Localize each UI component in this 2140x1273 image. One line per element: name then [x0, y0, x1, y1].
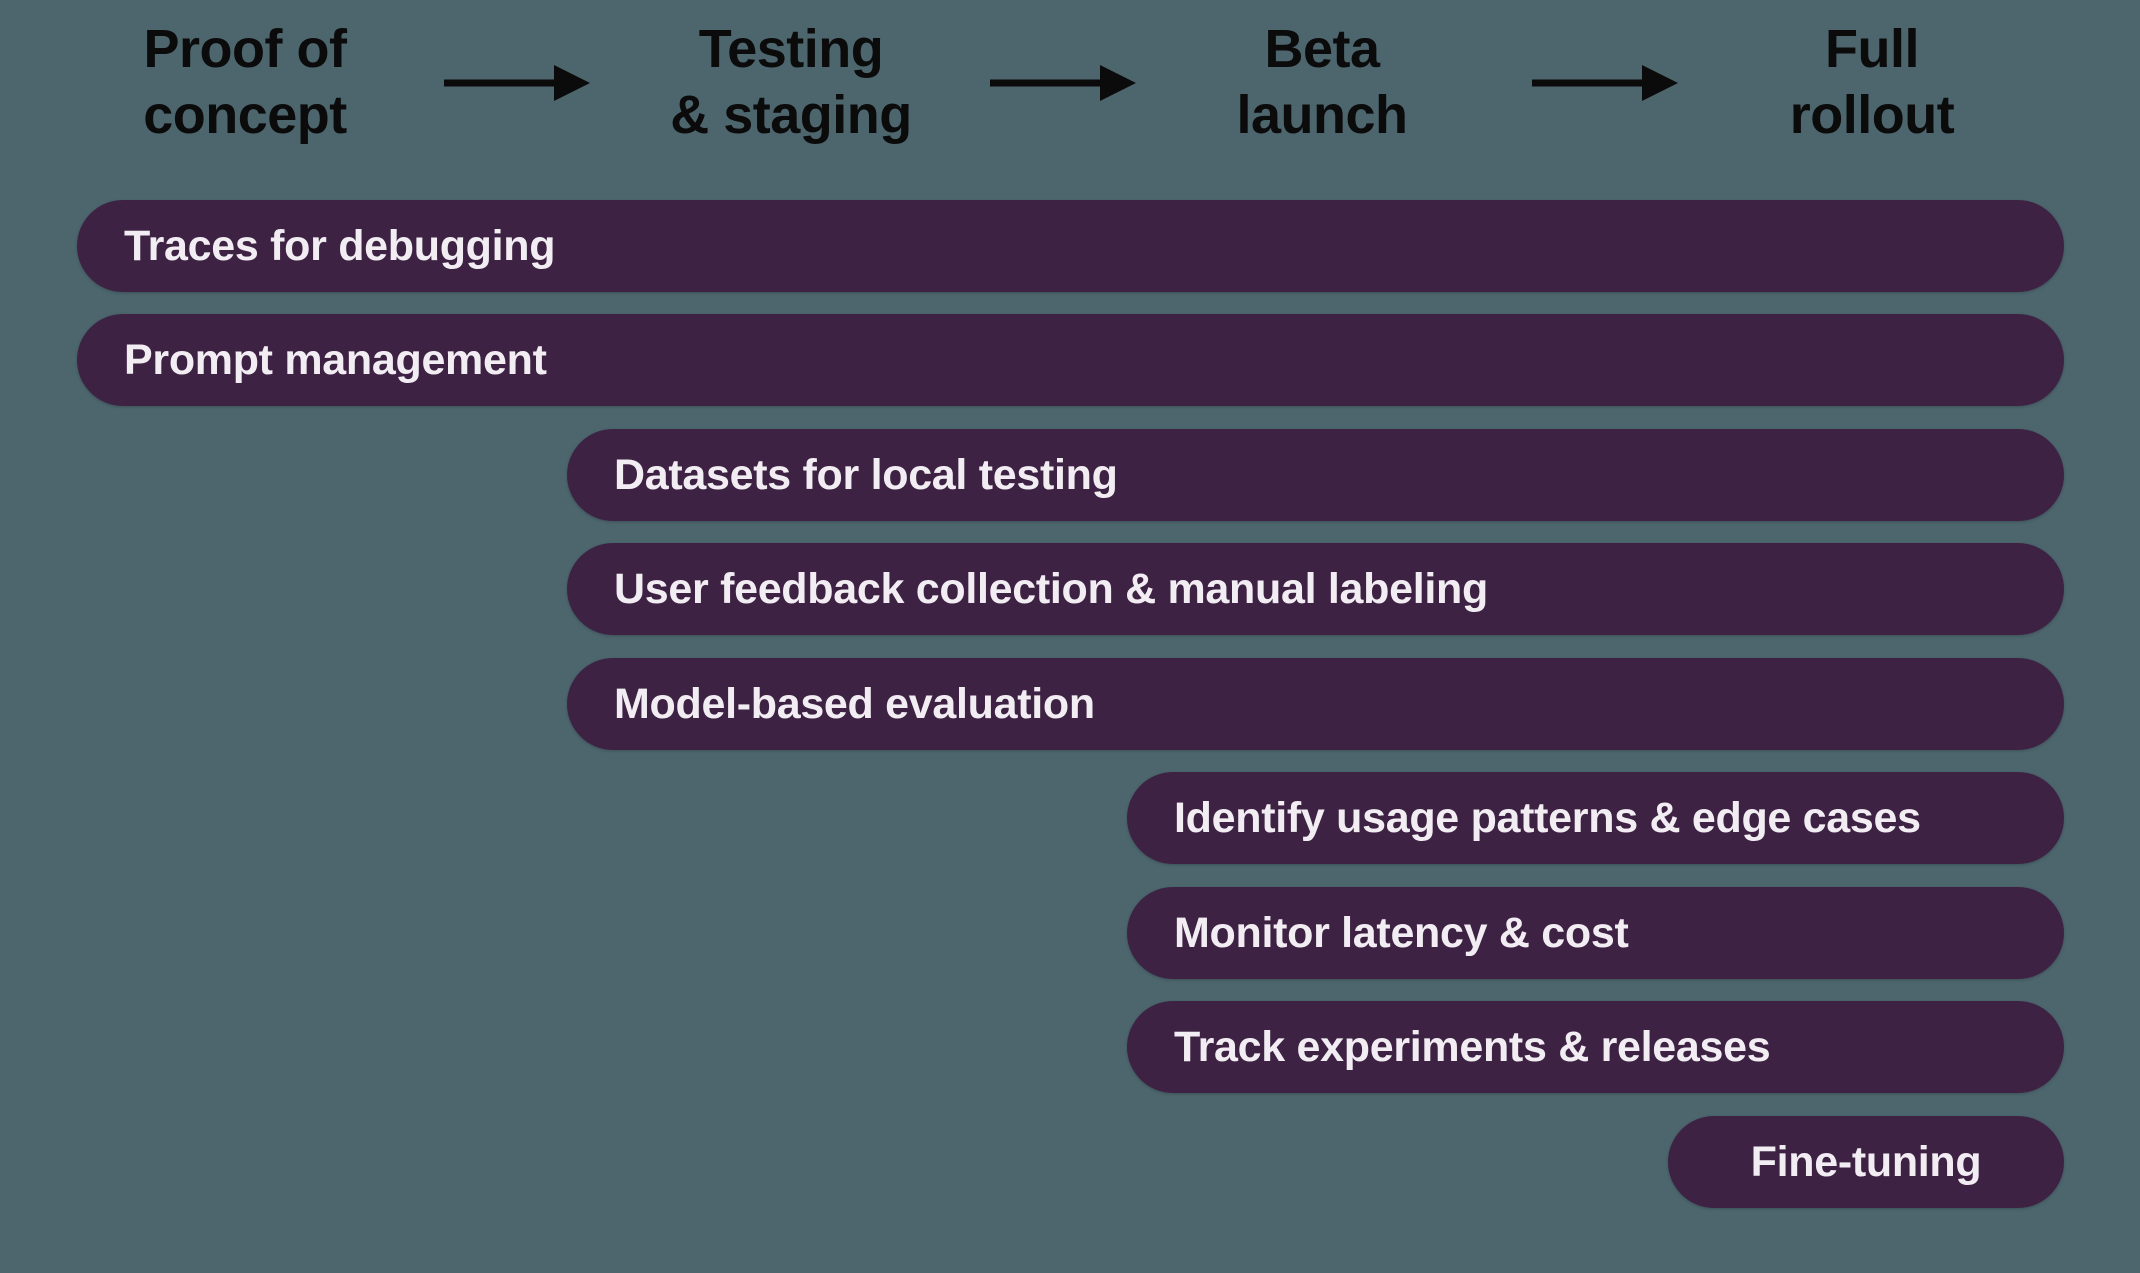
bar-monitor-latency-cost: Monitor latency & cost	[1127, 887, 2064, 979]
bar-label: User feedback collection & manual labeli…	[614, 564, 1488, 613]
bar-model-based-evaluation: Model-based evaluation	[567, 658, 2064, 750]
phase-line: launch	[1236, 85, 1408, 145]
phase-line: concept	[143, 85, 347, 145]
phase-line: Full	[1825, 19, 1919, 79]
bar-track-experiments-releases: Track experiments & releases	[1127, 1001, 2064, 1093]
bar-traces-for-debugging: Traces for debugging	[77, 200, 2064, 292]
phase-line: Testing	[698, 19, 884, 79]
bar-identify-usage-patterns: Identify usage patterns & edge cases	[1127, 772, 2064, 864]
arrow-right-icon	[1532, 65, 1678, 101]
phase-line: & staging	[670, 85, 912, 145]
bar-prompt-management: Prompt management	[77, 314, 2064, 406]
phase-label-proof-of-concept: Proof of concept	[25, 16, 465, 148]
bar-label: Datasets for local testing	[614, 450, 1118, 499]
bar-label: Prompt management	[124, 335, 547, 384]
bar-user-feedback-collection: User feedback collection & manual labeli…	[567, 543, 2064, 635]
bar-label: Fine-tuning	[1750, 1137, 1982, 1186]
phase-line: rollout	[1789, 85, 1955, 145]
bar-label: Traces for debugging	[124, 221, 556, 270]
phase-label-beta-launch: Beta launch	[1102, 16, 1542, 148]
arrow-right-icon	[990, 65, 1136, 101]
phase-label-testing-staging: Testing & staging	[571, 16, 1011, 148]
bar-datasets-for-local-testing: Datasets for local testing	[567, 429, 2064, 521]
bar-label: Model-based evaluation	[614, 679, 1095, 728]
phase-line: Proof of	[143, 19, 347, 79]
bar-fine-tuning: Fine-tuning	[1668, 1116, 2064, 1208]
bar-label: Identify usage patterns & edge cases	[1174, 793, 1921, 842]
bar-label: Monitor latency & cost	[1174, 908, 1629, 957]
bar-label: Track experiments & releases	[1174, 1022, 1771, 1071]
arrow-right-icon	[444, 65, 590, 101]
phase-label-full-rollout: Full rollout	[1652, 16, 2092, 148]
phase-line: Beta	[1264, 19, 1380, 79]
